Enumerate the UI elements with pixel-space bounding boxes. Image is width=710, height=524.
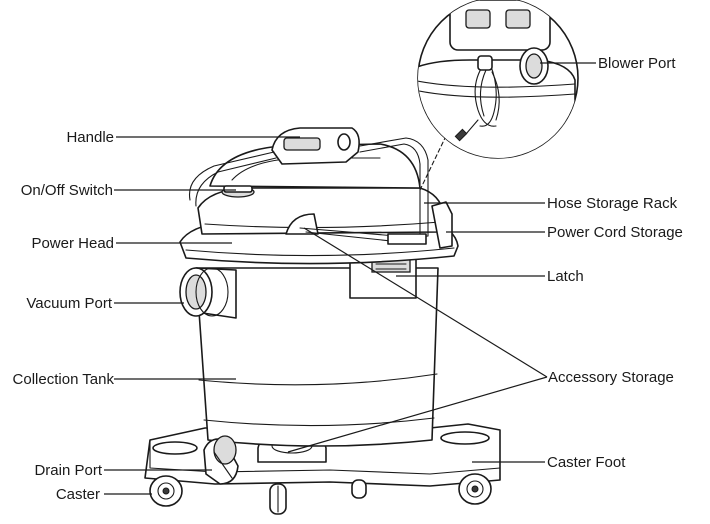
vacuum-illustration bbox=[144, 0, 579, 515]
labels: Handle On/Off Switch Power Head Vacuum P… bbox=[13, 55, 683, 503]
leader-accessory-storage-head bbox=[303, 227, 548, 378]
label-caster: Caster bbox=[56, 486, 100, 503]
accessory-storage-head bbox=[285, 213, 427, 245]
caster-front bbox=[269, 483, 287, 515]
label-drain-port: Drain Port bbox=[34, 462, 102, 479]
vacuum-port bbox=[179, 267, 237, 319]
caster-right bbox=[458, 473, 492, 505]
blower-port-inset bbox=[417, 0, 579, 159]
on-off-switch bbox=[221, 185, 255, 198]
label-power-head: Power Head bbox=[31, 235, 114, 252]
leader-lines bbox=[104, 62, 596, 495]
inset-pointer-line bbox=[419, 135, 447, 191]
label-blower-port: Blower Port bbox=[598, 55, 676, 72]
hose-storage-rack bbox=[188, 137, 429, 239]
label-hose-storage-rack: Hose Storage Rack bbox=[547, 195, 678, 212]
label-handle: Handle bbox=[66, 129, 114, 146]
leader-accessory-storage-base bbox=[287, 376, 548, 453]
label-power-cord-storage: Power Cord Storage bbox=[547, 224, 683, 241]
label-accessory-storage: Accessory Storage bbox=[548, 369, 674, 386]
caster-left bbox=[149, 475, 183, 507]
label-on-off-switch: On/Off Switch bbox=[21, 182, 113, 199]
label-latch: Latch bbox=[547, 268, 584, 285]
label-vacuum-port: Vacuum Port bbox=[26, 295, 112, 312]
drain-port bbox=[203, 435, 239, 485]
label-caster-foot: Caster Foot bbox=[547, 454, 626, 471]
caster-wheels bbox=[149, 473, 492, 515]
handle bbox=[271, 127, 360, 165]
label-collection-tank: Collection Tank bbox=[13, 371, 115, 388]
caster-middle bbox=[351, 479, 367, 499]
